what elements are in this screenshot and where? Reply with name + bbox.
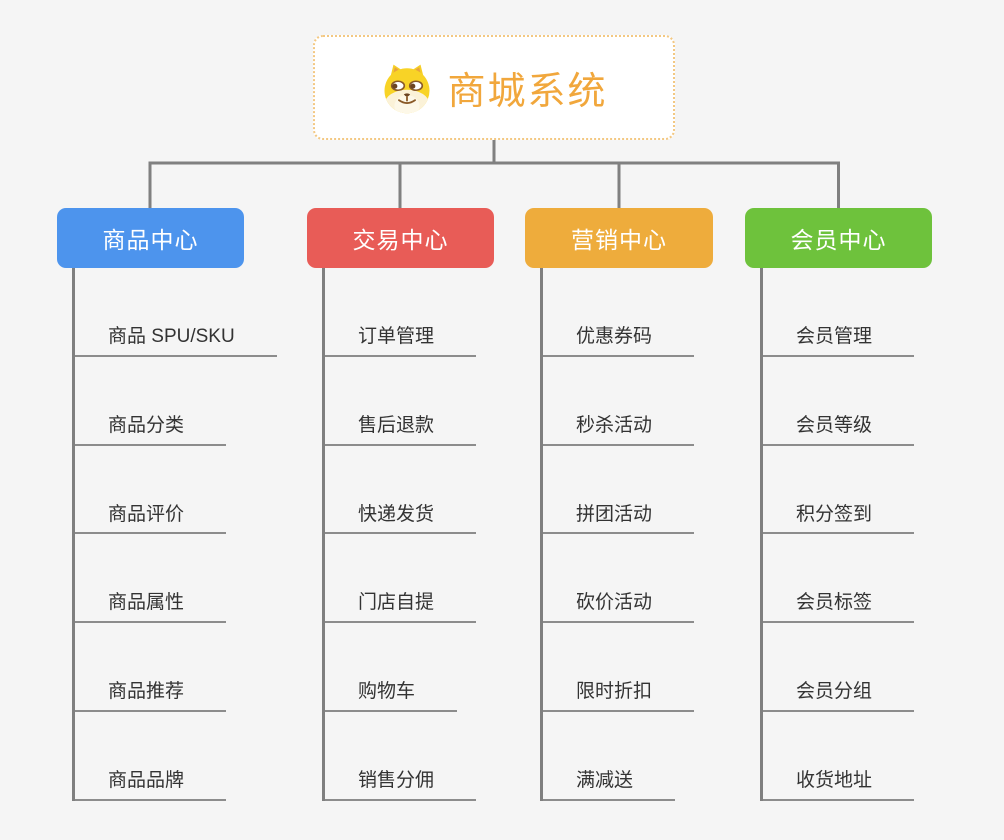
leaf-label[interactable]: 商品分类 (75, 414, 227, 446)
leaf-node: 商品推荐 (75, 623, 277, 712)
leaf-label[interactable]: 会员等级 (763, 414, 915, 446)
branch-label: 会员中心 (790, 227, 887, 253)
leaf-node: 满减送 (543, 712, 694, 801)
leaf-label[interactable]: 门店自提 (325, 591, 477, 624)
leaf-label[interactable]: 砍价活动 (543, 591, 695, 624)
leaf-node: 商品 SPU/SKU (75, 268, 277, 357)
leaf-node: 限时折扣 (543, 623, 695, 712)
leaf-label[interactable]: 拼团活动 (543, 503, 695, 535)
leaf-node: 会员等级 (763, 357, 915, 446)
leaf-node: 购物车 (325, 623, 476, 712)
leaf-label[interactable]: 订单管理 (325, 325, 477, 357)
leaf-node: 销售分佣 (325, 712, 477, 801)
leaf-node: 优惠券码 (543, 268, 695, 357)
leaf-node: 会员分组 (763, 623, 915, 712)
leaf-label[interactable]: 快递发货 (325, 503, 477, 535)
branch-node-trade-center[interactable]: 交易中心 (307, 208, 494, 268)
leaf-node: 拼团活动 (543, 446, 695, 535)
branch-label: 商品中心 (102, 227, 199, 253)
leaf-node: 秒杀活动 (543, 357, 695, 446)
leaf-node: 订单管理 (325, 268, 477, 357)
leaf-node: 商品品牌 (75, 712, 277, 801)
leaf-node: 快递发货 (325, 446, 477, 535)
leaf-label[interactable]: 购物车 (325, 680, 458, 712)
root-node[interactable]: 商城系统 (313, 35, 675, 140)
leaf-node: 售后退款 (325, 357, 477, 446)
leaf-label[interactable]: 商品推荐 (75, 680, 227, 712)
leaf-node: 商品分类 (75, 357, 277, 446)
leaf-label[interactable]: 会员分组 (763, 680, 915, 712)
leaf-label[interactable]: 满减送 (543, 769, 676, 801)
leaf-node: 商品属性 (75, 534, 277, 624)
leaf-node: 收货地址 (763, 712, 915, 801)
branch-node-member-center[interactable]: 会员中心 (745, 208, 932, 268)
leaf-label[interactable]: 积分签到 (763, 503, 915, 535)
branch-label: 营销中心 (571, 227, 667, 253)
leaf-label[interactable]: 限时折扣 (543, 680, 695, 712)
branch-node-product-center[interactable]: 商品中心 (57, 208, 244, 268)
leaf-label[interactable]: 收货地址 (763, 769, 915, 801)
branch-column-product-center: 商品 SPU/SKU 商品分类商品评价商品属性商品推荐商品品牌 (72, 268, 277, 801)
root-title: 商城系统 (447, 71, 608, 113)
leaf-label[interactable]: 优惠券码 (543, 325, 695, 357)
leaf-node: 会员管理 (763, 268, 915, 357)
leaf-label[interactable]: 商品评价 (75, 503, 227, 535)
leaf-label[interactable]: 会员标签 (763, 591, 915, 624)
branch-column-member-center: 会员管理会员等级积分签到会员标签会员分组收货地址 (760, 268, 915, 801)
branch-column-trade-center: 订单管理售后退款快递发货门店自提购物车销售分佣 (322, 268, 477, 801)
leaf-node: 积分签到 (763, 446, 915, 535)
branch-node-marketing-center[interactable]: 营销中心 (525, 208, 713, 268)
leaf-label[interactable]: 商品属性 (75, 591, 227, 624)
leaf-node: 门店自提 (325, 534, 477, 624)
doge-icon (384, 64, 430, 113)
leaf-label[interactable]: 商品品牌 (75, 769, 227, 801)
leaf-label[interactable]: 商品 SPU/SKU (75, 325, 277, 357)
leaf-label[interactable]: 秒杀活动 (543, 414, 695, 446)
branch-label: 交易中心 (352, 227, 449, 253)
leaf-node: 会员标签 (763, 534, 915, 624)
leaf-node: 砍价活动 (543, 534, 695, 624)
leaf-label[interactable]: 售后退款 (325, 414, 477, 446)
leaf-label[interactable]: 会员管理 (763, 325, 915, 357)
leaf-label[interactable]: 销售分佣 (325, 769, 477, 801)
branch-column-marketing-center: 优惠券码秒杀活动拼团活动砍价活动限时折扣满减送 (540, 268, 695, 801)
leaf-node: 商品评价 (75, 446, 277, 535)
